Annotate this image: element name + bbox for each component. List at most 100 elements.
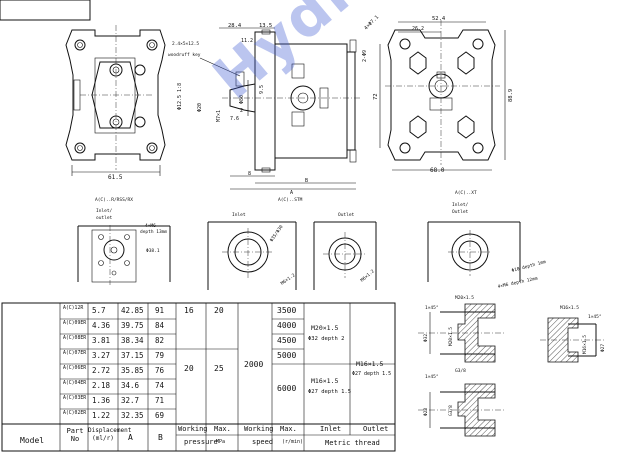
table-cell-a: 32.7 <box>121 396 140 405</box>
r-d1: Φ27 <box>600 344 606 352</box>
dim-d20: Φ20 <box>197 103 203 112</box>
dim-88-9: 88.9 <box>508 89 514 102</box>
table-cell-part: A(C)02ER <box>63 411 87 416</box>
hdr-max-pressure: Max. <box>214 425 231 433</box>
xt-io-1: Inlet/ <box>452 202 469 208</box>
dim-68: 68.0 <box>430 167 445 174</box>
dim-28-4: 28.4 <box>228 23 242 29</box>
xt-io-2: Outlet <box>452 209 469 215</box>
table-cell-a: 42.85 <box>121 306 144 315</box>
table-cell-part: A(C)06ER <box>63 366 87 371</box>
hdr-inlet: Inlet <box>320 425 342 433</box>
hdr-b: B <box>158 433 163 442</box>
hdr-displacement: Displacement (ml/r) <box>88 427 132 442</box>
table-cell-disp: 3.27 <box>92 351 111 360</box>
table-cell-part: A(C)08ER <box>63 336 87 341</box>
spec-table <box>1 302 396 452</box>
table-cell-b: 84 <box>155 321 165 330</box>
hdr-a: A <box>128 433 133 442</box>
outlet-thread: M16×1.5 <box>356 360 384 368</box>
max-speed-value: 3500 <box>277 306 297 315</box>
table-cell-disp: 3.81 <box>92 336 111 345</box>
table-cell-a: 32.35 <box>121 411 144 420</box>
dim-taper: Φ12.5 1:8 <box>177 83 183 110</box>
dim-d80: Φ80 <box>239 95 245 104</box>
outlet-depth: Φ27 depth 1.5 <box>352 371 392 377</box>
max-speed-value: 4000 <box>277 321 297 330</box>
label-xt: A(C)..XT <box>455 190 477 196</box>
dim-26-2: 26.2 <box>412 26 424 32</box>
hdr-outlet: Outlet <box>363 425 389 433</box>
tl-d2: M20×1.5 <box>448 327 454 346</box>
hdr-working-speed: Working <box>244 425 274 433</box>
rx-depth: depth 13mm <box>140 229 167 235</box>
front-view: 61.5 <box>65 25 166 181</box>
table-cell-b: 76 <box>155 366 165 375</box>
max-speed-value: 4500 <box>277 336 297 345</box>
table-cell-b: 82 <box>155 336 165 345</box>
tl-chamfer: 1×45° <box>425 305 439 311</box>
stm-inlet-label: Inlet <box>232 212 246 218</box>
speed-working: 2000 <box>244 360 264 369</box>
table-cell-disp: 1.36 <box>92 396 111 405</box>
thread-details: M20×1.5 1×45° Φ32 M20×1.5 1×45° G3/8 Φ28… <box>418 295 606 437</box>
table-cell-b: 91 <box>155 306 165 315</box>
title-box <box>0 0 91 21</box>
table-cell-part: A(C)09ER <box>63 321 87 326</box>
dim-72: 72 <box>373 93 379 100</box>
dim-thread: M7×1 <box>216 110 222 122</box>
hdr-pressure: pressure <box>184 438 218 446</box>
rear-view: 52.4 26.2 4×Φ7.1 72 88.9 68.0 <box>363 14 514 174</box>
hdr-part-no: Part No <box>66 427 84 443</box>
r-label: M16×1.5 <box>560 305 579 311</box>
max-speed-value: 5000 <box>277 351 297 360</box>
table-cell-b: 69 <box>155 411 165 420</box>
dim-8: 8 <box>248 171 251 177</box>
rx-thread: 4×M6 <box>145 223 156 229</box>
hdr-speed: speed <box>252 438 274 446</box>
table-cell-part: A(C)07ER <box>63 351 87 356</box>
table-cell-disp: 2.18 <box>92 381 111 390</box>
table-cell-part: A(C)03ER <box>63 396 87 401</box>
tl-d1: Φ32 <box>423 334 429 342</box>
table-cell-disp: 4.36 <box>92 321 111 330</box>
inlet-depth-a: Φ32 depth 2 <box>308 336 345 342</box>
bl-label: G3/8 <box>455 368 466 374</box>
table-cell-a: 34.6 <box>121 381 140 390</box>
pressure-max-hi: 20 <box>214 306 224 315</box>
rx-io-2: outlet <box>96 215 113 221</box>
table-cell-a: 38.34 <box>121 336 144 345</box>
rx-dia: Φ38.1 <box>146 248 160 254</box>
r-chamfer: 1×45° <box>588 314 602 320</box>
port-stm-outlet: Outlet M6×1.2 <box>313 212 377 290</box>
label-rx: A(C)..R/RSS/RX <box>95 197 133 203</box>
table-cell-b: 71 <box>155 396 165 405</box>
dim-11-2: 11.2 <box>241 38 253 44</box>
dim-front-width: 61.5 <box>108 174 123 181</box>
bl-d1: Φ28 <box>423 408 429 416</box>
hdr-max-speed: Max. <box>280 425 297 433</box>
dim-key: 2.4×5×12.5 <box>172 41 199 47</box>
label-stm: A(C)..STM <box>278 197 303 203</box>
dim-a: A <box>290 190 293 196</box>
inlet-thread-b: M16×1.5 <box>311 377 339 385</box>
hdr-speed-unit: (r/min) <box>282 439 304 445</box>
dim-b: B <box>305 178 308 184</box>
side-view: 28.4 13.5 11.2 2.4×5×12.5 woodruff key Φ… <box>168 23 368 196</box>
dim-13-5: 13.5 <box>259 23 272 29</box>
r-d2: M16×1.5 <box>582 335 588 354</box>
hdr-model: Model <box>20 436 45 445</box>
max-speed-value: 6000 <box>277 384 297 393</box>
table-cell-a: 39.75 <box>121 321 144 330</box>
hdr-pressure-unit: MPa <box>216 439 226 445</box>
dim-2-9: 2-Φ9 <box>362 50 368 62</box>
rx-io-1: Inlet/ <box>96 208 113 214</box>
hdr-metric-thread: Metric thread <box>325 439 380 447</box>
table-cell-a: 35.85 <box>121 366 144 375</box>
table-cell-a: 37.15 <box>121 351 144 360</box>
inlet-thread-a: M20×1.5 <box>311 324 339 332</box>
dim-52-4: 52.4 <box>432 16 446 22</box>
